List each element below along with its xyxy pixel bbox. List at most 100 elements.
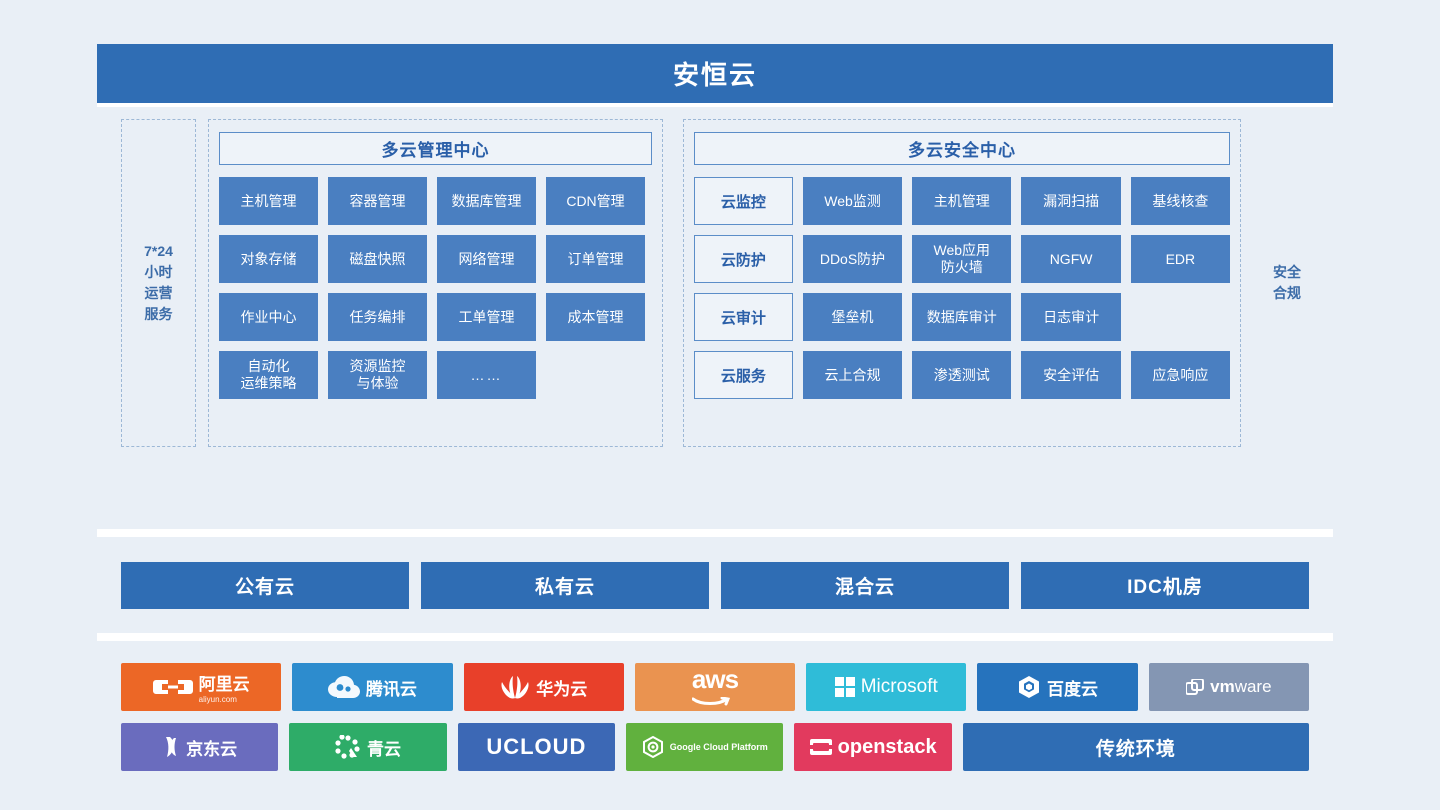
- security-tile[interactable]: 基线核查: [1130, 177, 1230, 225]
- security-tile[interactable]: NGFW: [1021, 235, 1121, 283]
- huawei-icon: [500, 675, 530, 699]
- management-tile[interactable]: 工单管理: [437, 293, 536, 341]
- aws-logo: aws: [691, 663, 739, 709]
- security-tile-row: 云审计堡垒机数据库审计日志审计: [694, 293, 1230, 341]
- vendor-wordmark: Google Cloud Platform: [669, 742, 768, 752]
- vendor-wordmark: openstack: [837, 735, 937, 758]
- vendor-wordmark: aws: [691, 663, 739, 694]
- vendor-logo-baidu-cloud[interactable]: 百度云: [977, 663, 1138, 711]
- management-tile[interactable]: 主机管理: [219, 177, 318, 225]
- management-tile[interactable]: 网络管理: [437, 235, 536, 283]
- management-tile[interactable]: 磁盘快照: [328, 235, 427, 283]
- management-tile[interactable]: 对象存储: [219, 235, 318, 283]
- security-tile[interactable]: 漏洞扫描: [1021, 177, 1121, 225]
- google-cloud-icon: [642, 736, 664, 758]
- vendor-logo-microsoft[interactable]: Microsoft: [806, 663, 967, 711]
- qingcloud-icon: [335, 734, 361, 760]
- security-tile[interactable]: EDR: [1130, 235, 1230, 283]
- vendor-logo-ucloud[interactable]: UCLOUD: [457, 723, 616, 771]
- security-tile[interactable]: 安全评估: [1021, 351, 1121, 399]
- vendor-wordmark: 百度云: [1047, 679, 1099, 699]
- cloud-type-button[interactable]: 混合云: [721, 561, 1009, 609]
- security-tile[interactable]: 主机管理: [912, 177, 1012, 225]
- management-tile[interactable]: 任务编排: [328, 293, 427, 341]
- security-category-label[interactable]: 云监控: [694, 177, 793, 225]
- security-tile[interactable]: 日志审计: [1021, 293, 1121, 341]
- security-category-label[interactable]: 云防护: [694, 235, 793, 283]
- management-tile[interactable]: CDN管理: [546, 177, 645, 225]
- vendor-wordmark: 京东云: [186, 739, 238, 759]
- vendor-logo-google-cloud[interactable]: Google Cloud Platform: [626, 723, 784, 771]
- management-tile[interactable]: 资源监控与体验: [328, 351, 427, 399]
- vendor-wordmark: 腾讯云: [365, 679, 417, 699]
- management-tile-row: 对象存储磁盘快照网络管理订单管理: [219, 235, 652, 283]
- compliance-label: 安全合规: [1273, 264, 1301, 301]
- security-center-title: 多云安全中心: [694, 132, 1230, 165]
- vendor-wordmark: vmware: [1210, 677, 1272, 696]
- vendor-wordmark: Microsoft: [860, 676, 938, 697]
- management-center-title: 多云管理中心: [219, 132, 652, 165]
- baidu-cloud-icon: [1017, 675, 1041, 699]
- management-tile[interactable]: 订单管理: [546, 235, 645, 283]
- security-tile[interactable]: 渗透测试: [912, 351, 1012, 399]
- vendor-wordmark: UCLOUD: [486, 734, 587, 759]
- compliance-column: 安全合规: [1247, 119, 1327, 447]
- vendor-logo-plain[interactable]: 传统环境: [962, 723, 1309, 771]
- vendor-logo-jdcloud[interactable]: 京东云: [121, 723, 279, 771]
- microsoft-icon: [834, 677, 855, 697]
- vendor-logo-openstack[interactable]: openstack: [794, 723, 952, 771]
- security-tile[interactable]: Web监测: [802, 177, 903, 225]
- vmware-icon: [1186, 679, 1205, 695]
- page-title: 安恒云: [672, 60, 757, 90]
- tencent-cloud-icon: [327, 676, 360, 698]
- management-tile[interactable]: 容器管理: [328, 177, 427, 225]
- security-category-label[interactable]: 云审计: [694, 293, 793, 341]
- vendor-wordmark: 华为云: [536, 679, 588, 699]
- vendor-wordmark: 青云: [367, 739, 402, 759]
- management-tile[interactable]: 作业中心: [219, 293, 318, 341]
- security-category-label[interactable]: 云服务: [694, 351, 793, 399]
- vendor-logo-vmware[interactable]: vmware: [1148, 663, 1309, 711]
- vendor-logo-qingcloud[interactable]: 青云: [289, 723, 447, 771]
- vendor-sub-label: aliyun.com: [198, 695, 237, 704]
- cloud-type-button[interactable]: 私有云: [421, 561, 709, 609]
- management-tile[interactable]: 自动化运维策略: [219, 351, 318, 399]
- management-tile[interactable]: ……: [437, 351, 536, 399]
- security-tile[interactable]: Web应用防火墙: [912, 235, 1012, 283]
- aws-smile-icon: [691, 692, 730, 709]
- jdcloud-icon: [162, 736, 180, 758]
- security-tile[interactable]: 云上合规: [802, 351, 903, 399]
- security-tile[interactable]: 堡垒机: [802, 293, 903, 341]
- management-tile-row: 自动化运维策略资源监控与体验……: [219, 351, 652, 399]
- vendor-row-2: 京东云 青云 UCLOUD Google Cloud Platform openstac…: [121, 723, 1309, 771]
- security-tile[interactable]: 数据库审计: [912, 293, 1012, 341]
- management-tile-row: 作业中心任务编排工单管理成本管理: [219, 293, 652, 341]
- vendor-logo-aws[interactable]: aws: [634, 663, 796, 711]
- management-tile[interactable]: 成本管理: [546, 293, 645, 341]
- vendor-wordmark: 传统环境: [1095, 738, 1176, 760]
- management-tile[interactable]: 数据库管理: [437, 177, 536, 225]
- vendor-logo-tencent-cloud[interactable]: 腾讯云: [292, 663, 453, 711]
- security-tile[interactable]: DDoS防护: [802, 235, 903, 283]
- aliyun-icon: [152, 676, 193, 698]
- security-tile[interactable]: 应急响应: [1130, 351, 1230, 399]
- openstack-icon: [809, 738, 832, 756]
- cloud-type-button[interactable]: 公有云: [121, 561, 409, 609]
- security-tile-row: 云服务云上合规渗透测试安全评估应急响应: [694, 351, 1230, 399]
- cloud-type-button[interactable]: IDC机房: [1021, 561, 1309, 609]
- vendor-logo-huawei[interactable]: 华为云: [463, 663, 624, 711]
